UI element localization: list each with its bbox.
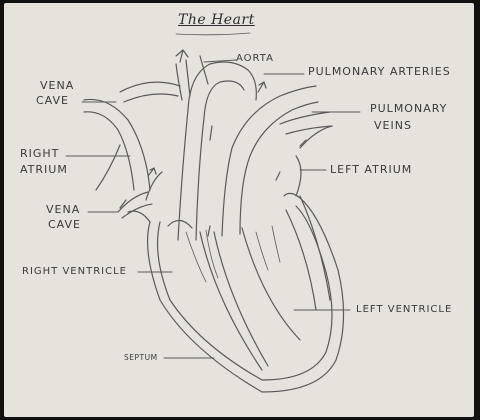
label-right-atrium-1: RIGHT bbox=[20, 148, 59, 160]
label-vena-cave-top-1: VENA bbox=[40, 80, 74, 92]
label-aorta: AORTA bbox=[236, 53, 274, 64]
diagram-title: The Heart bbox=[178, 12, 255, 28]
label-vena-cave-bottom-1: VENA bbox=[46, 204, 80, 216]
label-vena-cave-top-2: CAVE bbox=[36, 95, 69, 107]
septum-line bbox=[200, 232, 262, 370]
label-pulmonary-veins-1: PULMONARY bbox=[370, 103, 447, 115]
label-left-atrium: LEFT ATRIUM bbox=[330, 164, 412, 176]
label-left-ventricle: LEFT VENTRICLE bbox=[356, 304, 452, 315]
label-vena-cave-bottom-2: CAVE bbox=[48, 219, 81, 231]
inferior-vena-cava bbox=[118, 192, 148, 212]
label-pulmonary-arteries: PULMONARY ARTERIES bbox=[308, 66, 451, 78]
label-septum: SEPTUM bbox=[124, 354, 158, 362]
pulmonary-veins bbox=[280, 112, 330, 124]
label-right-ventricle: RIGHT VENTRICLE bbox=[22, 266, 127, 277]
heart-outline bbox=[148, 193, 344, 392]
label-right-atrium-2: ATRIUM bbox=[20, 164, 68, 176]
label-pulmonary-veins-2: VEINS bbox=[374, 120, 412, 132]
